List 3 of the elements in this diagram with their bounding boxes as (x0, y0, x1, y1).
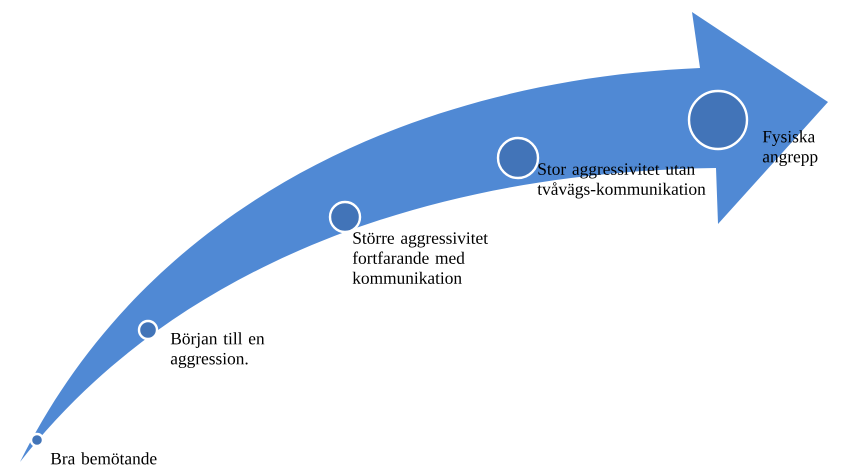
stage-label: Större aggressivitet fortfarande med kommunikation (352, 232, 488, 284)
stage-label: Bra bemötande (50, 452, 157, 464)
stage-label: Början till en aggression. (170, 332, 264, 368)
